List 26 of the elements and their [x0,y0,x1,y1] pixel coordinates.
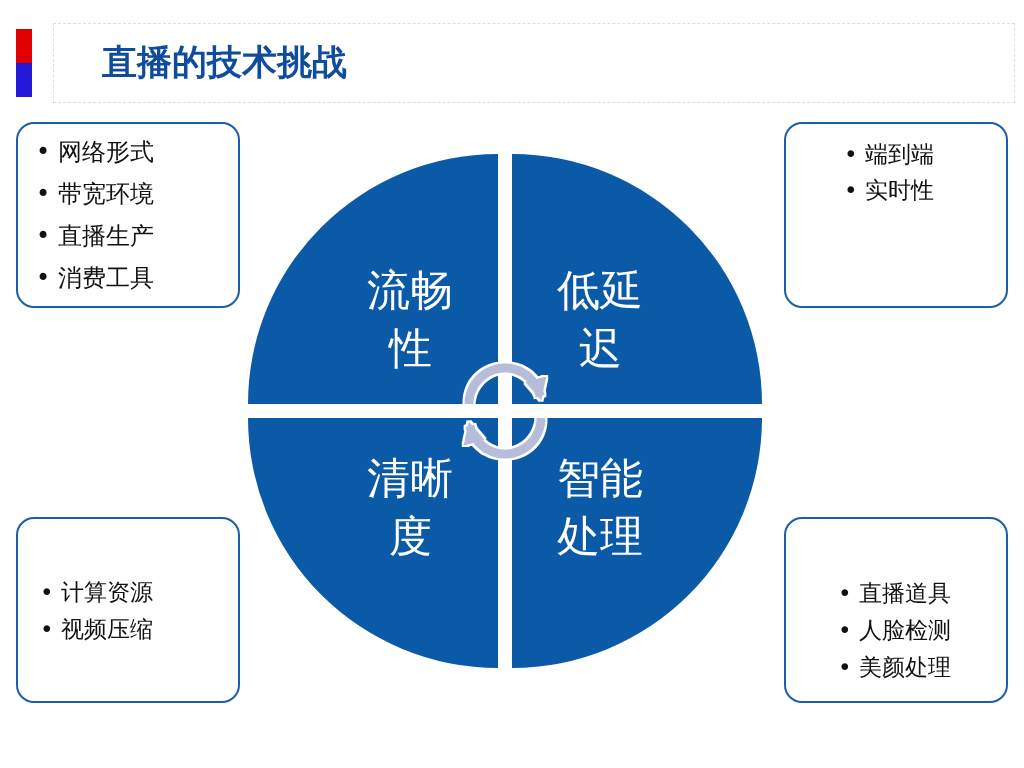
list-item: • 实时性 [844,176,934,205]
bullet-list-box [784,122,1008,308]
quadrant-segment [248,418,498,668]
list-item: • 美颜处理 [838,653,951,682]
quadrant-segment [512,154,762,404]
list-item: • 端到端 [844,140,934,169]
quadrant-label: 清晰度 [366,452,454,563]
list-item: • 计算资源 [40,578,153,607]
quadrant-label: 流畅性 [366,264,454,375]
bullet-list-box [16,517,240,703]
list-item: • 视频压缩 [40,615,153,644]
list-item: • 人脸检测 [838,616,951,645]
list-item: • 网络形式 [36,137,154,168]
quadrant-label: 智能处理 [556,452,644,563]
quadrant-label: 低延迟 [556,264,644,375]
curved-arrow [464,363,547,405]
list-item: • 直播生产 [36,221,154,252]
curved-arrow [463,417,546,459]
bullet-list-box [16,122,240,308]
list-item: • 消费工具 [36,263,154,294]
slide-title: 直播的技术挑战 [102,41,347,84]
quadrant-segment [512,418,762,668]
quadrant-segment [248,154,498,404]
list-item: • 直播道具 [838,579,951,608]
bullet-list-box [784,517,1008,703]
list-item: • 带宽环境 [36,179,154,210]
